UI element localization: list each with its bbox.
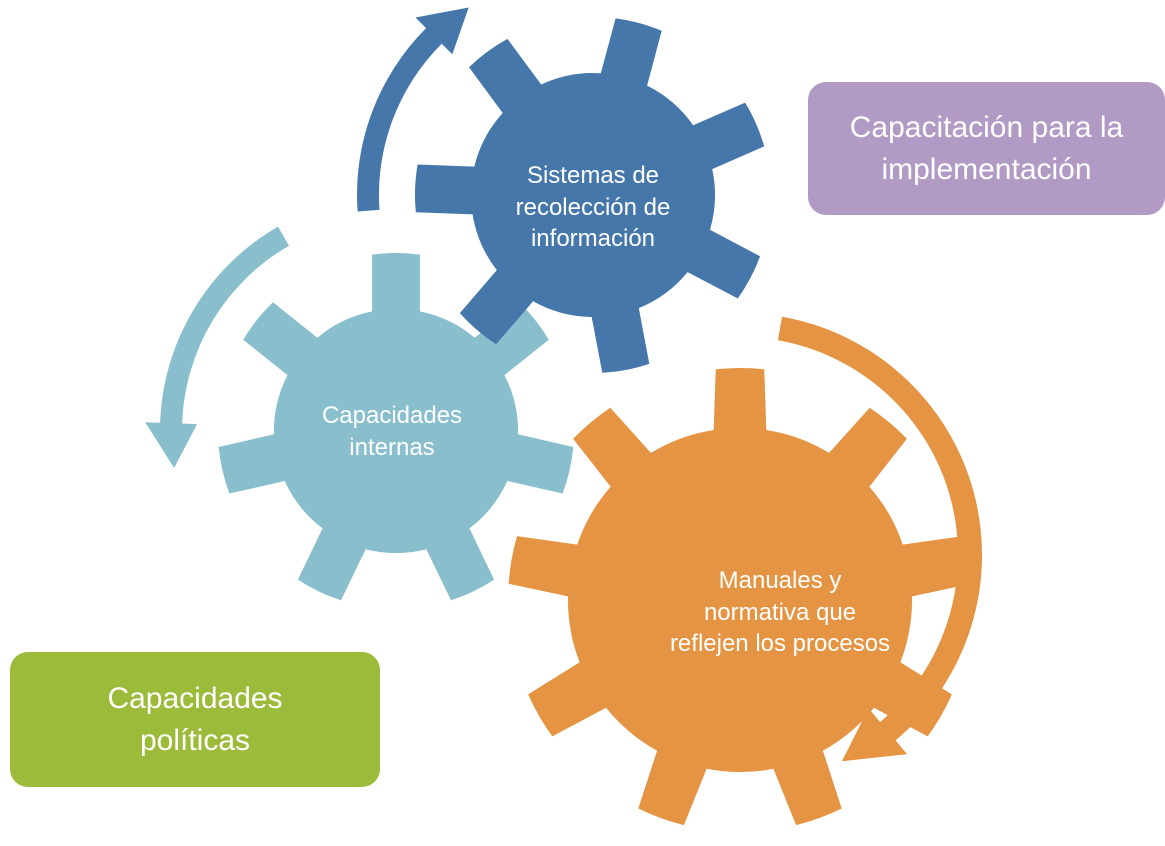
blue-gear-label-line: Sistemas de — [526, 162, 660, 189]
blue-cycle-arrow — [357, 7, 469, 212]
teal-gear — [218, 252, 574, 601]
blue-gear — [414, 18, 765, 373]
green-callout-line: políticas — [139, 723, 251, 757]
teal-gear-label-line: Capacidades — [321, 402, 463, 429]
orange-gear-label-line: reflejen los procesos — [669, 630, 891, 658]
orange-gear — [508, 368, 972, 826]
orange-gear-label: Manuales y normativa que reflejen los pr… — [630, 565, 930, 660]
orange-cycle-arrow — [777, 316, 983, 762]
teal-cycle-arrow — [145, 226, 289, 468]
teal-gear-label-line: internas — [349, 433, 435, 461]
green-callout-box: Capacidades políticas — [10, 652, 380, 787]
blue-gear-label-line: información — [530, 225, 656, 253]
blue-gear-label: Sistemas de recolección de información — [473, 160, 713, 255]
purple-callout-box: Capacitación para la implementación — [808, 82, 1165, 215]
teal-gear-label: Capacidades internas — [262, 400, 522, 463]
blue-gear-label-line: recolección de — [515, 193, 671, 221]
orange-gear-label-line: Manuales y — [718, 567, 842, 594]
orange-gear-label-line: normativa que — [703, 598, 857, 626]
purple-callout-line: implementación — [881, 152, 1092, 186]
purple-callout-line: Capacitación para la — [849, 111, 1124, 145]
green-callout-line: Capacidades — [107, 682, 283, 716]
